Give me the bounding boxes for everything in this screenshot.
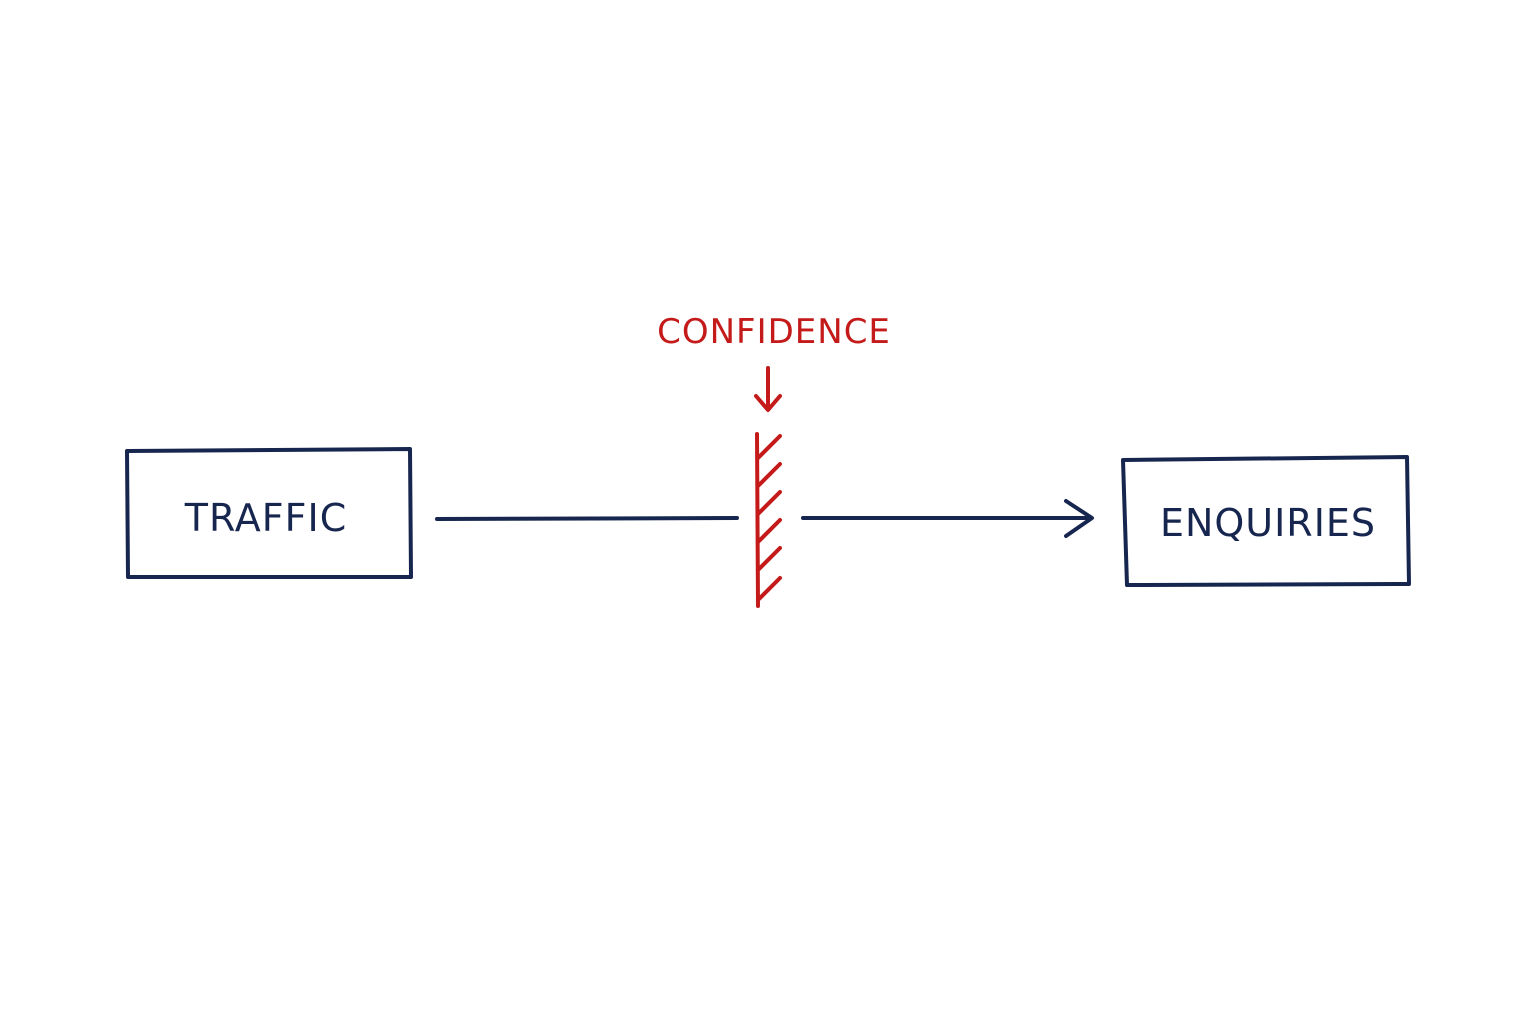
- barrier-hatch: [756, 490, 782, 516]
- node-traffic-box: [125, 447, 413, 579]
- node-enquiries-label: ENQUIRIES: [1160, 501, 1376, 545]
- node-enquiries: ENQUIRIES: [1121, 455, 1411, 587]
- barrier-hatch: [756, 518, 782, 544]
- node-traffic-label: TRAFFIC: [184, 496, 348, 540]
- node-enquiries-box: [1121, 455, 1411, 587]
- connector-line-left: [435, 516, 739, 521]
- node-traffic: TRAFFIC: [125, 447, 413, 579]
- arrow-right-icon: [1064, 499, 1094, 538]
- barrier-hatch: [756, 462, 782, 488]
- barrier-hatch: [756, 434, 782, 460]
- barrier-hatch: [756, 546, 782, 572]
- hatched-barrier-icon: [755, 432, 782, 608]
- barrier-label: CONFIDENCE: [657, 312, 891, 352]
- arrow-down-icon: [754, 366, 782, 412]
- barrier-hatch: [756, 576, 782, 602]
- barrier-line: [755, 432, 760, 608]
